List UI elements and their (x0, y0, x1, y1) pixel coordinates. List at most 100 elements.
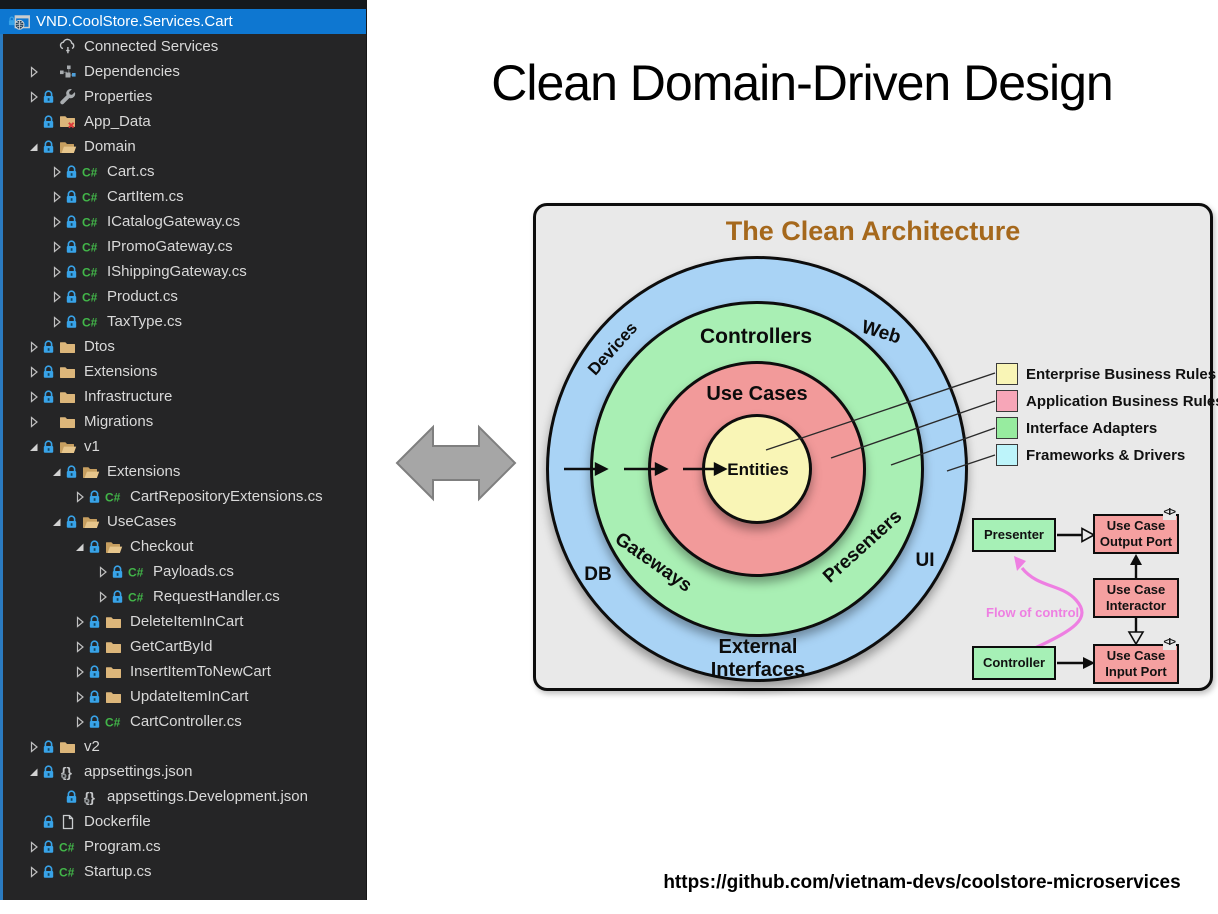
chevron-collapsed-icon[interactable] (49, 314, 64, 330)
chevron-expanded-icon[interactable] (49, 464, 64, 480)
folder-icon (56, 413, 80, 431)
svg-text:C#: C# (82, 315, 98, 329)
tree-item-usecases[interactable]: UseCases (0, 509, 366, 534)
tree-item-appsettings-development-json[interactable]: {}appsettings.Development.json (0, 784, 366, 809)
chevron-collapsed-icon[interactable] (72, 489, 87, 505)
tree-item-icataloggateway-cs[interactable]: C#ICatalogGateway.cs (0, 209, 366, 234)
chevron-collapsed-icon[interactable] (49, 289, 64, 305)
chevron-collapsed-icon[interactable] (26, 414, 41, 430)
chevron-collapsed-icon[interactable] (49, 164, 64, 180)
lock-icon (64, 189, 79, 205)
tree-item-dependencies[interactable]: Dependencies (0, 59, 366, 84)
dependencies-icon (56, 63, 80, 81)
chevron-collapsed-icon[interactable] (26, 389, 41, 405)
tree-item-label: CartItem.cs (107, 188, 184, 205)
tree-item-extensions[interactable]: Extensions (0, 459, 366, 484)
flow-box-controller: Controller (972, 646, 1056, 680)
chevron-collapsed-icon[interactable] (95, 589, 110, 605)
chevron-collapsed-icon[interactable] (26, 839, 41, 855)
chevron-collapsed-icon[interactable] (72, 689, 87, 705)
tree-item-getcartbyid[interactable]: GetCartById (0, 634, 366, 659)
tree-item-payloads-cs[interactable]: C#Payloads.cs (0, 559, 366, 584)
chevron-collapsed-icon[interactable] (49, 214, 64, 230)
chevron-expanded-icon[interactable] (49, 514, 64, 530)
chevron-collapsed-icon[interactable] (26, 89, 41, 105)
chevron-collapsed-icon[interactable] (95, 564, 110, 580)
tree-item-vnd-coolstore-services-cart[interactable]: VND.CoolStore.Services.Cart (0, 9, 366, 34)
tree-item-cartcontroller-cs[interactable]: C#CartController.cs (0, 709, 366, 734)
lock-icon (41, 439, 56, 455)
tree-item-ishippinggateway-cs[interactable]: C# IShippingGateway.cs (0, 259, 366, 284)
tree-item-taxtype-cs[interactable]: C# TaxType.cs (0, 309, 366, 334)
tree-item-domain[interactable]: Domain (0, 134, 366, 159)
clean-architecture-diagram: The Clean Architecture Controllers Use C… (533, 203, 1218, 691)
tree-item-product-cs[interactable]: C#Product.cs (0, 284, 366, 309)
tree-item-label: UpdateItemInCart (130, 688, 249, 705)
chevron-expanded-icon[interactable] (26, 764, 41, 780)
footer-github-url[interactable]: https://github.com/vietnam-devs/coolstor… (663, 872, 1181, 893)
tree-item-cart-cs[interactable]: C#Cart.cs (0, 159, 366, 184)
tree-item-label: TaxType.cs (107, 313, 183, 330)
svg-text:C#: C# (105, 715, 121, 729)
lock-icon (110, 564, 125, 580)
tree-item-migrations[interactable]: Migrations (0, 409, 366, 434)
chevron-expanded-icon[interactable] (26, 439, 41, 455)
panel-top-strip (0, 0, 366, 9)
lock-icon (41, 114, 56, 130)
tree-item-startup-cs[interactable]: C#Startup.cs (0, 859, 366, 884)
chevron-collapsed-icon[interactable] (72, 614, 87, 630)
chevron-collapsed-icon[interactable] (49, 189, 64, 205)
chevron-collapsed-icon[interactable] (26, 864, 41, 880)
chevron-expanded-icon[interactable] (26, 139, 41, 155)
lock-icon (41, 139, 56, 155)
tree-item-ipromogateway-cs[interactable]: C#IPromoGateway.cs (0, 234, 366, 259)
tree-item-requesthandler-cs[interactable]: C#RequestHandler.cs (0, 584, 366, 609)
tree-item-label: UseCases (107, 513, 177, 530)
chevron-spacer (49, 789, 64, 805)
tree-item-dockerfile[interactable]: Dockerfile (0, 809, 366, 834)
tree-item-connected-services[interactable]: Connected Services (0, 34, 366, 59)
folder-open-icon (56, 438, 80, 456)
chevron-collapsed-icon[interactable] (72, 664, 87, 680)
tree-item-program-cs[interactable]: C#Program.cs (0, 834, 366, 859)
tree-item-v1[interactable]: v1 (0, 434, 366, 459)
tree-item-dtos[interactable]: Dtos (0, 334, 366, 359)
tree-item-app-data[interactable]: App_Data (0, 109, 366, 134)
tree-item-cartrepositoryextensions-cs[interactable]: C#CartRepositoryExtensions.cs (0, 484, 366, 509)
tree-item-insertitemtonewcart[interactable]: InsertItemToNewCart (0, 659, 366, 684)
tree-item-deleteitemincart[interactable]: DeleteItemInCart (0, 609, 366, 634)
tree-item-label: Dockerfile (84, 813, 151, 830)
cloud-services-icon (56, 38, 80, 56)
tree-item-label: Product.cs (107, 288, 178, 305)
tree-item-appsettings-json[interactable]: {}appsettings.json (0, 759, 366, 784)
tree-item-v2[interactable]: v2 (0, 734, 366, 759)
legend-swatch-application (996, 390, 1018, 412)
tree-item-extensions[interactable]: Extensions (0, 359, 366, 384)
chevron-collapsed-icon[interactable] (49, 264, 64, 280)
lock-spacer (41, 64, 56, 80)
chevron-collapsed-icon[interactable] (72, 639, 87, 655)
chevron-expanded-icon[interactable] (72, 539, 87, 555)
chevron-collapsed-icon[interactable] (26, 364, 41, 380)
flow-of-control-label: Flow of control (986, 605, 1080, 620)
lock-icon (87, 489, 102, 505)
svg-text:C#: C# (82, 265, 98, 279)
tree-item-cartitem-cs[interactable]: C#CartItem.cs (0, 184, 366, 209)
tree-item-label: CartRepositoryExtensions.cs (130, 488, 323, 505)
chevron-collapsed-icon[interactable] (72, 714, 87, 730)
csharp-icon: C# (79, 213, 103, 231)
tree-item-label: Migrations (84, 413, 154, 430)
tree-item-label: IShippingGateway.cs (107, 263, 247, 280)
slide-title: Clean Domain-Driven Design (491, 55, 1114, 111)
chevron-collapsed-icon[interactable] (26, 739, 41, 755)
csharp-icon: C# (56, 863, 80, 881)
tree-item-infrastructure[interactable]: Infrastructure (0, 384, 366, 409)
chevron-collapsed-icon[interactable] (26, 339, 41, 355)
flow-box-label: Use Case Interactor (1106, 581, 1166, 613)
tree-item-updateitemincart[interactable]: UpdateItemInCart (0, 684, 366, 709)
chevron-collapsed-icon[interactable] (26, 64, 41, 80)
csharp-icon: C# (79, 288, 103, 306)
chevron-collapsed-icon[interactable] (49, 239, 64, 255)
tree-item-properties[interactable]: Properties (0, 84, 366, 109)
tree-item-checkout[interactable]: Checkout (0, 534, 366, 559)
